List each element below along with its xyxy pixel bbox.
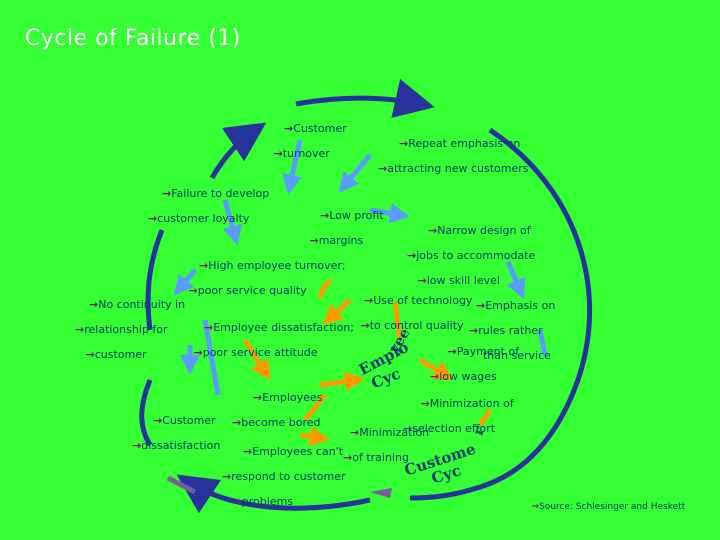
ring-arc-left-lower: [139, 379, 153, 447]
arrow-highturnover-to-continuity: [173, 268, 197, 296]
arrow-control-to-emphasis: [392, 301, 403, 341]
ring-arc-right: [469, 127, 592, 493]
label-employees-bored: →Employees →become bored: [232, 390, 323, 429]
arrow-wages-to-selection: [418, 357, 454, 381]
label-low-profit: →Low profit →margins: [309, 208, 384, 247]
label-use-technology: →Use of technology →to control quality: [360, 293, 473, 332]
label-minimization-selection: →Minimization of →selection effort: [403, 396, 514, 435]
arrow-selection-to-cycle: [477, 408, 493, 427]
purple-arrows: [166, 475, 392, 498]
ring-arc-top: [295, 78, 435, 118]
ring-arc-bottom: [176, 474, 371, 514]
label-repeat-emphasis: →Repeat emphasis on →attracting new cust…: [378, 136, 529, 175]
arrow-bottom-right: [370, 488, 392, 498]
arrow-bottom-left: [166, 475, 197, 495]
ring-arc-right-bottom: [409, 487, 471, 501]
label-employees-cant-respond: →Employees can't →respond to customer →p…: [222, 444, 346, 508]
arrow-profit-to-narrow: [369, 203, 410, 224]
label-employee-dissatisfaction: →Employee dissatisfaction; →poor service…: [193, 320, 354, 359]
blue-arrows: [173, 139, 548, 396]
arrow-bored-to-cantrespond: [303, 393, 327, 422]
arrow-loyalty-to-turnover: [222, 199, 242, 246]
outer-customer-cycle: [139, 78, 592, 514]
orange-arrows: [242, 278, 493, 447]
label-emphasis-rules: →Emphasis on →rules rather than service: [469, 298, 556, 362]
ring-arc-left-top: [209, 122, 267, 180]
label-customer-turnover: →Customer →turnover: [273, 121, 347, 160]
arrow-dissatisfaction-to-bored: [242, 338, 271, 381]
label-customer-dissatisfaction: →Customer →dissatisfaction: [132, 413, 221, 452]
arrow-turnover-to-repeat: [282, 139, 303, 195]
label-failure-loyalty: →Failure to develop →customer loyalty: [148, 186, 270, 225]
arrow-repeat-to-profit: [338, 153, 372, 193]
arrow-lower-right: [537, 329, 548, 356]
slide-title: Cycle of Failure (1): [25, 26, 241, 51]
label-payment-wages: →Payment of →low wages: [430, 344, 519, 383]
arrow-bored-to-training: [319, 371, 365, 392]
ring-arc-left: [145, 229, 165, 331]
arrow-dissatisfaction-vertical: [202, 319, 221, 396]
arrow-right-narrow-to-emphasis: [505, 261, 526, 300]
label-high-turnover: →High employee turnover; →poor service q…: [188, 258, 346, 297]
label-minimization-training: →Minimization →of training: [343, 425, 430, 464]
arrow-training-to-respond: [299, 426, 330, 447]
arrow-inner-turn: [317, 278, 332, 299]
label-narrow-design: →Narrow design of →jobs to accommodate →…: [407, 223, 536, 287]
arrow-tech-to-dissatisfaction: [322, 298, 352, 325]
source-citation: →Source: Schlesinger and Heskett: [531, 501, 686, 512]
label-no-continuity: →No continuity in →relationship for →cus…: [75, 297, 186, 361]
